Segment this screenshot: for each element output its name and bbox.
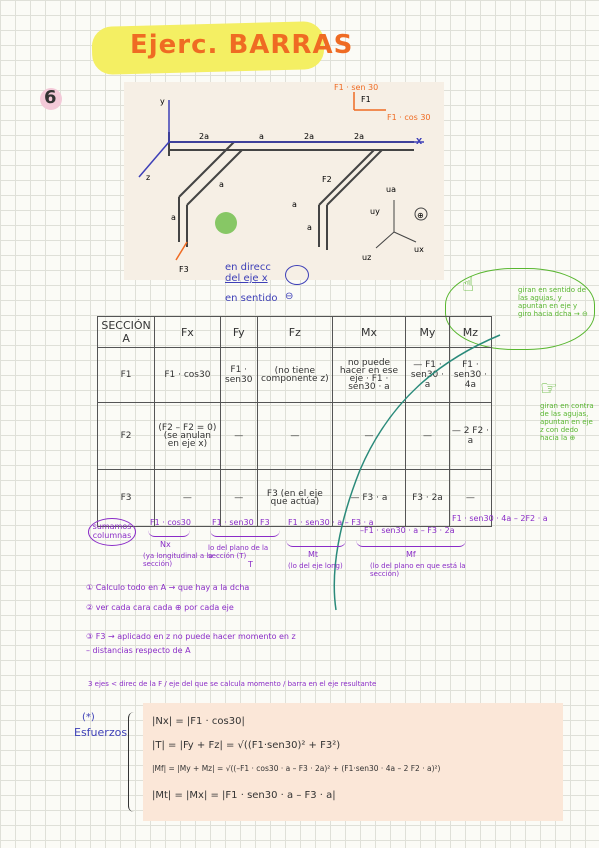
beam-figure: y z X F1 · sen 30 F1 · cos 30 2a a 2a 2a… [124,82,444,280]
figure-label: F1 · sen 30 [334,83,378,92]
table-header: Mz [448,316,493,348]
effort-line: |Mf| = |My + Mz| = √((–F1 · cos30 · a – … [152,764,441,773]
figure-label: 2a [304,132,314,141]
table-cell: — [219,469,258,527]
exercise-number-badge [40,88,62,110]
table-cell: — F1 · sen30 · a [405,347,450,403]
table-cell: — [219,402,258,470]
table-cell: — [154,469,221,527]
sum-desc: (lo del plano en que está la sección) [370,562,466,578]
arrow-line [333,334,501,611]
sum-name: Mf [406,550,416,559]
effort-line: |Mt| = |Mx| = |F1 · sen30 · a – F3 · a| [152,790,336,801]
table-header: SECCIÓN A [96,316,156,348]
figure-label: a [219,180,224,189]
sum-label: sumamos columnas [92,522,132,540]
figure-note: en sentido [225,293,278,304]
efforts-box [143,703,563,821]
table-row: F2 (F2 – F2 = 0) (se anulan en eje x) — … [96,402,493,470]
table-cell: F1 · sen30 [219,347,258,403]
hand-icon: ☝ [462,272,475,296]
figure-label: a [307,223,312,232]
table-header: Fx [154,316,221,348]
bracket [210,530,280,537]
sum-item: –F1 · sen30 · a – F3 · 2a [360,526,455,535]
table-cell: F3 (en el eje que actúa) [256,469,333,527]
figure-label: 2a [199,132,209,141]
table-cell: (F2 – F2 = 0) (se anulan en eje x) [154,402,221,470]
figure-label: a [171,213,176,222]
note-line: 3 ejes < direc de la F / eje del que se … [88,680,377,688]
note-line: ② ver cada cara cada ⊕ por cada eje [86,603,234,612]
plus-circle-label: ⊕ [417,211,424,220]
bracket [356,540,466,547]
bracket [286,540,346,547]
figure-label: z [146,173,150,182]
sum-name: T [248,560,253,569]
figure-label: ux [414,245,424,254]
table-cell: F1 · cos30 [154,347,221,403]
sum-item: F1 · sen30 · 4a – 2F2 · a [452,514,548,523]
row-label: F1 [96,347,156,403]
sum-label-circle [88,518,136,546]
efforts-label: Esfuerzos [74,726,128,739]
figure-label: uz [362,253,371,262]
table-header: Fz [256,316,333,348]
table-cell: F3 · 2a [405,469,450,527]
figure-label: F2 [322,175,332,184]
efforts-brace [128,712,139,812]
figure-label: a [292,200,297,209]
minus-circle-label: ⊖ [285,291,294,302]
table-cell: — [448,469,493,527]
table-cell: no puede hacer en ese eje · F1 · sen30 ·… [331,347,407,403]
row-label: F2 [96,402,156,470]
note-balloon [445,268,595,350]
exercise-number: 6 [44,87,57,108]
figure-label: ua [386,185,396,194]
table-cell: F1 · sen30 · 4a [448,347,493,403]
sum-item: F1 · sen30 · a – F3 · a [288,518,374,527]
figure-label: X [416,137,423,146]
figure-note: en direcc [225,262,271,273]
page-title: Ejerc. BARRAS [130,30,354,60]
figure-label: F1 · cos 30 [387,113,431,122]
figure-label: F1 [361,95,371,104]
sum-item: F3 [260,518,270,527]
note-line: – distancias respecto de A [86,646,191,655]
bracket [148,530,190,537]
hand-icon: ☞ [540,376,558,400]
sum-name: Mt [308,550,319,559]
figure-label: a [259,132,264,141]
effort-line: |T| = |Fy + Fz| = √((F1·sen30)² + F3²) [152,740,341,751]
sum-desc: (lo del eje long) [288,562,343,570]
right-note: giran en contra de las agujas, apuntan e… [540,402,594,442]
forces-table: SECCIÓN A Fx Fy Fz Mx My Mz F1 F1 · cos3… [96,316,493,527]
sum-item: F1 · sen30 [212,518,254,527]
right-note: giran en sentido de las agujas, y apunta… [518,286,588,318]
effort-line: |Nx| = |F1 · cos30| [152,716,245,727]
beam-diagram: y z X F1 · sen 30 F1 · cos 30 2a a 2a 2a… [138,83,431,274]
figure-label: uy [370,207,380,216]
f3-circle-mark [285,265,309,285]
table-cell: — 2 F2 · a [448,402,493,470]
figure-label: F3 [179,265,189,274]
table-cell: — [256,402,333,470]
note-line: ③ F3 → aplicado en z no puede hacer mome… [86,632,296,641]
table-row: F3 — — F3 (en el eje que actúa) — F3 · a… [96,469,493,527]
figure-label: 2a [354,132,364,141]
sum-name: Nx [160,540,171,549]
note-line: ① Calculo todo en A → que hay a la dcha [86,583,250,592]
efforts-marker: (*) [82,712,95,723]
sum-desc: lo del plano de la sección (T) [208,544,269,560]
table-header: Fy [219,316,258,348]
figure-label: y [160,97,165,106]
table-header: Mx [331,316,407,348]
sum-item: F1 · cos30 [150,518,191,527]
sum-desc: (ya longitudinal a la sección) [143,552,213,568]
figure-note: del eje x [225,273,268,284]
